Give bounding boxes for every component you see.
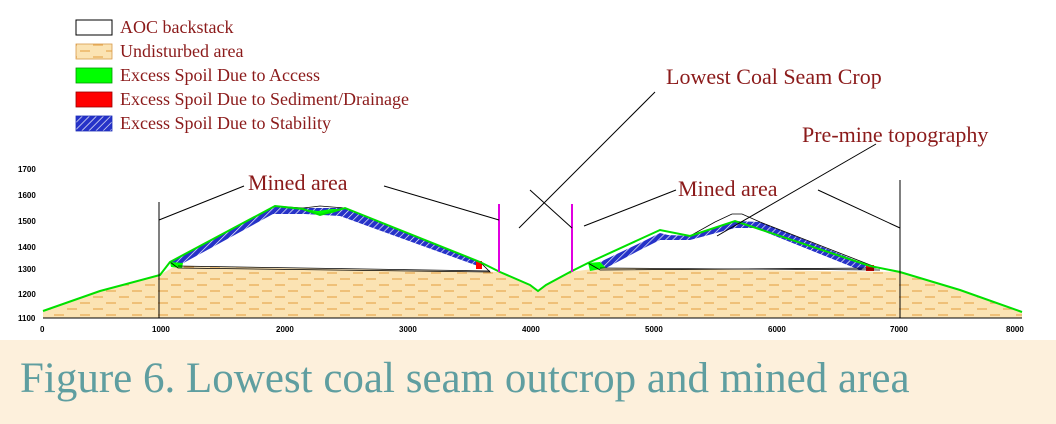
x-tick-6000: 6000 bbox=[768, 325, 786, 334]
y-tick-1400: 1400 bbox=[18, 243, 36, 252]
leader-mined-right-a bbox=[529, 189, 573, 229]
figure-caption: Figure 6. Lowest coal seam outcrop and m… bbox=[20, 355, 910, 402]
leader-lowest-crop bbox=[518, 91, 656, 229]
sediment-spoil-left bbox=[476, 261, 482, 269]
aoc-base-right bbox=[599, 267, 881, 271]
y-tick-1700: 1700 bbox=[18, 165, 36, 174]
x-tick-3000: 3000 bbox=[399, 325, 417, 334]
access-spoil-right-toe bbox=[588, 262, 606, 271]
x-tick-1000: 1000 bbox=[152, 325, 170, 334]
leader-mined-left-b bbox=[383, 185, 500, 221]
aoc-base-left bbox=[177, 265, 491, 272]
legend-swatch-access bbox=[75, 67, 113, 84]
leader-premine bbox=[716, 143, 877, 237]
legend-swatch-stability bbox=[75, 115, 113, 132]
x-tick-2000: 2000 bbox=[276, 325, 294, 334]
y-tick-1600: 1600 bbox=[18, 191, 36, 200]
topography-line bbox=[42, 204, 1023, 313]
x-axis: 0 1000 2000 3000 4000 5000 6000 7000 800… bbox=[40, 325, 1024, 334]
undisturbed-area bbox=[43, 266, 1022, 318]
legend-label-sediment: Excess Spoil Due to Sediment/Drainage bbox=[120, 89, 409, 109]
legend: AOC backstack Undisturbed area Excess Sp… bbox=[75, 17, 409, 133]
figure-panel: AOC backstack Undisturbed area Excess Sp… bbox=[0, 0, 1056, 340]
legend-swatch-sediment bbox=[75, 91, 113, 108]
callout-mined-area-left: Mined area bbox=[248, 170, 348, 195]
stability-spoil-left bbox=[170, 206, 480, 266]
callout-mined-area-right: Mined area bbox=[678, 176, 778, 201]
legend-swatch-aoc bbox=[75, 19, 113, 36]
x-tick-7000: 7000 bbox=[890, 325, 908, 334]
cross-section-diagram: AOC backstack Undisturbed area Excess Sp… bbox=[18, 17, 1024, 334]
y-tick-1500: 1500 bbox=[18, 217, 36, 226]
leader-mined-right-b bbox=[583, 189, 677, 227]
y-tick-1300: 1300 bbox=[18, 265, 36, 274]
callout-premine-topography: Pre-mine topography bbox=[802, 122, 988, 147]
access-spoil-left-toe bbox=[170, 262, 183, 268]
leader-mined-right-c bbox=[817, 189, 901, 229]
x-tick-5000: 5000 bbox=[645, 325, 663, 334]
y-tick-1200: 1200 bbox=[18, 290, 36, 299]
leader-mined-left-a bbox=[158, 185, 245, 221]
callout-lowest-coal-seam-crop: Lowest Coal Seam Crop bbox=[666, 64, 882, 89]
x-tick-4000: 4000 bbox=[522, 325, 540, 334]
y-axis: 1700 1600 1500 1400 1300 1200 1100 bbox=[18, 165, 36, 323]
legend-label-undisturbed: Undisturbed area bbox=[120, 41, 243, 61]
legend-label-stability: Excess Spoil Due to Stability bbox=[120, 113, 331, 133]
legend-swatch-undisturbed bbox=[75, 43, 113, 60]
y-tick-1100: 1100 bbox=[18, 314, 36, 323]
stability-spoil-right bbox=[600, 221, 870, 270]
legend-label-access: Excess Spoil Due to Access bbox=[120, 65, 320, 85]
x-tick-8000: 8000 bbox=[1006, 325, 1024, 334]
x-tick-0: 0 bbox=[40, 325, 45, 334]
legend-label-aoc: AOC backstack bbox=[120, 17, 233, 37]
